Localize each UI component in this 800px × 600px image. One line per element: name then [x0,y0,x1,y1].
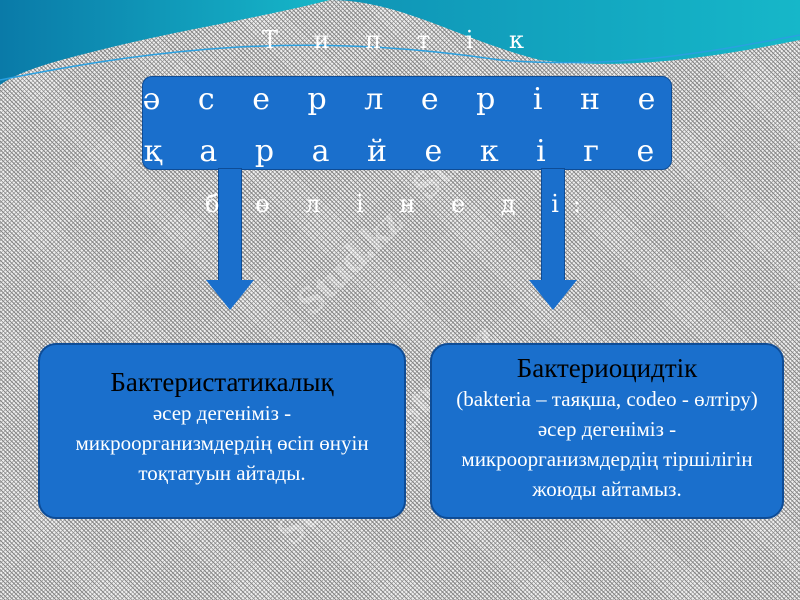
card-heading: Бактериоцидтік [516,353,698,383]
title-line-1: Т и п т і к [261,26,539,54]
title-line-4: б ө л і н е д і: [205,190,595,218]
arrow-right [541,168,565,282]
title-box [142,76,672,170]
arrow-left-head [206,280,254,310]
arrow-right-head [529,280,577,310]
title-line-2: ә с е р л е р і н е [142,82,670,117]
card-body: әсер дегеніміз - микроорганизмдердің өсі… [75,401,369,485]
header-wave-banner [0,0,800,85]
bactericidal-card: Бактериоцидтік (bakteria – таяқша, codeo… [430,343,784,519]
card-body: (bakteria – таяқша, codeo - өлтіру) әсер… [456,387,758,501]
title-line-3: қ а р а й е к і г е [143,134,669,169]
arrow-left [218,168,242,282]
bacteriostatic-card: Бактеристатикалық әсер дегеніміз - микро… [38,343,406,519]
card-heading: Бактеристатикалық [110,367,334,397]
